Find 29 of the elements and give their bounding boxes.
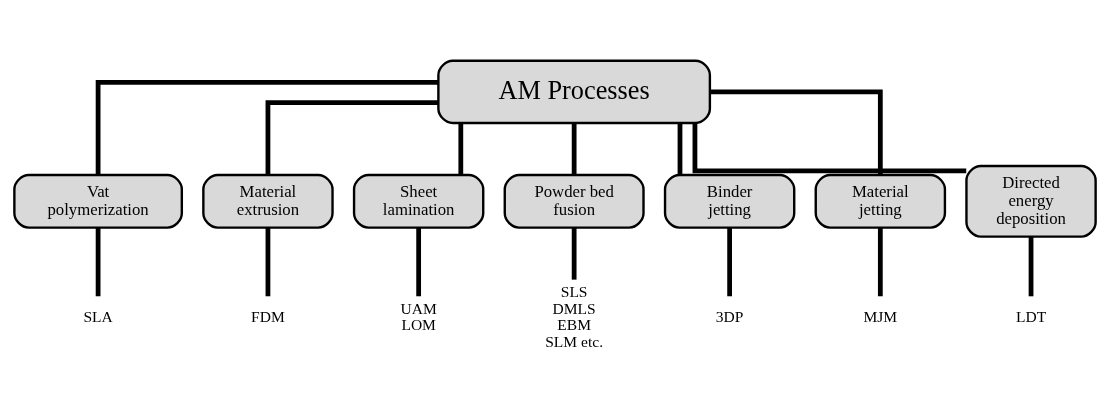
node-text: LDT — [1015, 307, 1047, 325]
node-text: 3DP — [715, 307, 744, 325]
connector — [458, 123, 464, 175]
connector — [95, 227, 101, 296]
node-box: Vat polymerization — [13, 173, 183, 229]
node-text: SLS DMLS EBM SLM etc. — [545, 282, 604, 350]
connector — [877, 227, 883, 296]
connector — [710, 89, 883, 175]
connector — [727, 227, 732, 296]
node-text: UAM LOM — [400, 299, 437, 333]
node-box: Binder jetting — [663, 173, 796, 229]
node-text: FDM — [251, 307, 285, 325]
node-box: Material extrusion — [202, 173, 334, 229]
connector — [95, 79, 439, 175]
connector — [416, 227, 422, 296]
connector — [571, 123, 577, 175]
connector — [1028, 236, 1034, 296]
node-box: Directed energy deposition — [965, 164, 1097, 238]
node-box: Sheet lamination — [352, 173, 485, 229]
node-text: MJM — [863, 307, 898, 325]
node-text: SLA — [83, 307, 113, 325]
connector — [571, 227, 577, 280]
connector — [265, 99, 439, 175]
connector — [265, 227, 271, 296]
connector — [692, 122, 967, 173]
node-box: Material jetting — [814, 173, 947, 229]
connector — [677, 123, 683, 175]
node-box: Powder bed fusion — [503, 173, 645, 229]
node-box: AM Processes — [437, 59, 712, 124]
